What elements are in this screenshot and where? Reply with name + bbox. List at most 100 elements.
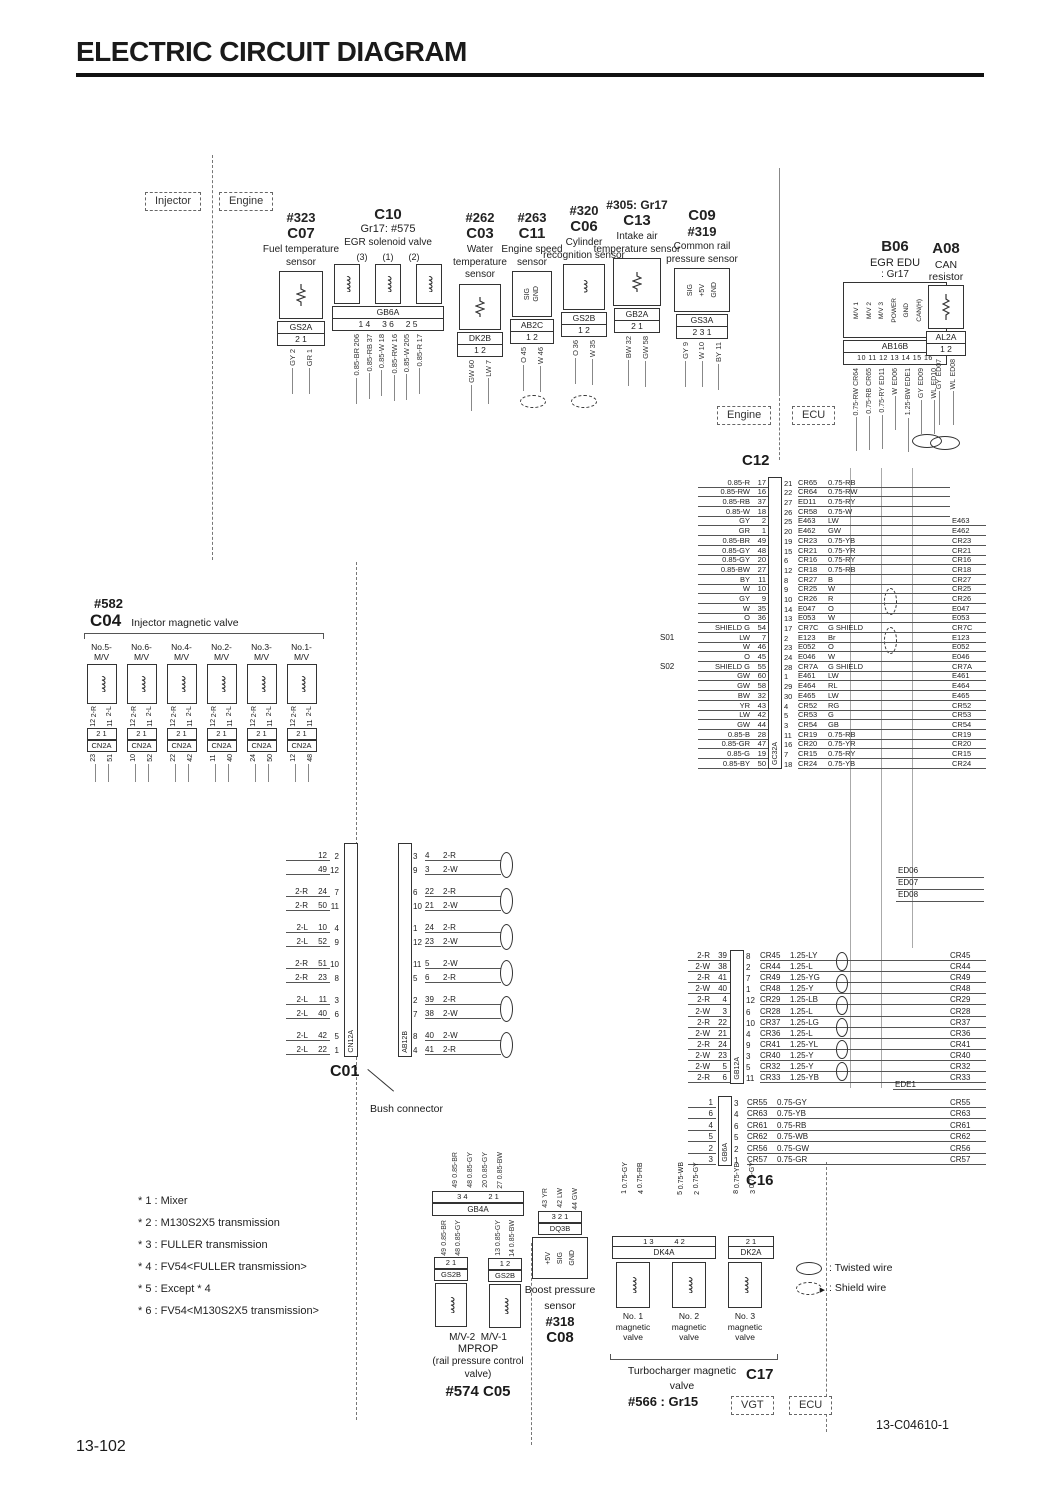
wire-number: 42 xyxy=(186,754,194,762)
wire-number: 8 xyxy=(733,1190,740,1194)
solenoid-box xyxy=(416,263,442,304)
wire-color: 2-L xyxy=(286,1031,310,1041)
sensor-name: Fuel temperature sensor xyxy=(262,244,340,268)
connector-pin: 16 xyxy=(784,740,793,750)
wire-number: 5 xyxy=(677,1191,684,1196)
wire-number: 14 xyxy=(508,1249,516,1258)
right-wire-color: 0.75-RB xyxy=(777,1121,825,1131)
left-wire-number: 46 xyxy=(752,642,768,653)
wire-color: 0.85-GY xyxy=(494,1220,502,1247)
ede1-label: EDE1 xyxy=(893,1080,986,1090)
far-wire-id: CR20 xyxy=(950,739,986,750)
valve-box xyxy=(166,664,197,704)
harness-row: 2-R 4 12 CR29 1.25-LB CR29 xyxy=(688,994,986,1006)
shield-wire-icon xyxy=(571,395,597,408)
wire-color: 2-R xyxy=(443,995,471,1005)
wire-line xyxy=(880,602,950,604)
note-line: * 3 : FULLER transmission xyxy=(138,1239,268,1251)
right-wire-id: CR25 xyxy=(798,584,828,595)
connector-pins: 1 2 xyxy=(510,332,554,344)
twisted-wire-icon xyxy=(500,852,513,878)
right-wire-color: 1.25-LY xyxy=(790,951,838,962)
wire-line xyxy=(838,993,948,995)
wire-line xyxy=(308,368,310,395)
left-wire-number: 18 xyxy=(752,507,768,517)
region-label-ecu-mid: ECU xyxy=(792,406,836,425)
right-wire-id: CR23 xyxy=(798,536,828,546)
wire-color: 2-R xyxy=(286,901,310,911)
connector-bar-label: GB6A xyxy=(721,1143,729,1162)
connector-name: AB2C xyxy=(510,319,554,332)
twisted-wire-icon xyxy=(836,996,848,1015)
coil-icon xyxy=(221,676,226,692)
wire-color: BY xyxy=(713,351,723,362)
wire-line xyxy=(267,763,269,782)
wire-number: 10 xyxy=(129,754,137,762)
valve-box xyxy=(286,664,317,704)
connector-pin: 3 xyxy=(334,996,339,1005)
valve-box xyxy=(86,664,117,704)
right-wire-color: 1.25-L xyxy=(790,962,838,973)
connector-pin: 12 xyxy=(784,565,793,575)
right-wire-color: W xyxy=(828,584,880,595)
connector-pin: 8 xyxy=(413,1032,418,1041)
wire-line xyxy=(825,1118,948,1119)
wire-line xyxy=(523,365,525,392)
sensor-ref: #305: Gr17 xyxy=(606,198,668,212)
right-wire-color: 0.75-YB xyxy=(828,536,880,546)
wire-line xyxy=(868,415,870,450)
valve-box xyxy=(728,1262,762,1308)
far-wire-id: CR44 xyxy=(948,962,986,973)
wire-line xyxy=(880,709,950,711)
connector-pin: 14 xyxy=(784,604,793,614)
right-wire-color: LW xyxy=(828,516,880,527)
unit-name: EGR EDU xyxy=(869,257,921,269)
right-wire-color: B xyxy=(828,575,880,585)
connector-pins: 2 3 1 xyxy=(676,327,728,339)
terminal-label: SIG xyxy=(686,283,694,297)
wire-color: LW xyxy=(556,1188,564,1198)
resistor-box xyxy=(928,285,964,329)
wire-line xyxy=(174,763,176,782)
harness-row: O 36 13 E053 W E053 xyxy=(698,613,986,624)
far-wire-id: CR29 xyxy=(948,995,986,1006)
right-wire-id: E462 xyxy=(798,526,828,537)
right-wire-id: CR27 xyxy=(798,575,828,585)
wire-number: 23 xyxy=(425,937,443,947)
connector-name: GS3A xyxy=(676,314,728,327)
left-wire-number: 28 xyxy=(752,730,768,740)
right-wire-color: O xyxy=(828,642,880,653)
valve-number: No.6- xyxy=(131,642,152,652)
connector-pin: 7 xyxy=(334,888,339,897)
wire-number: 11 xyxy=(186,719,194,727)
coil-icon xyxy=(101,676,106,692)
wire-number: 12 xyxy=(209,719,217,728)
sensor-name: EGR solenoid valve xyxy=(344,237,432,248)
wire-line xyxy=(880,564,950,566)
wire-color: W xyxy=(697,352,707,360)
harness-row: 0.85-GR 47 16 CR20 0.75-YR CR20 xyxy=(698,739,986,750)
left-wire-color: LW xyxy=(698,633,752,643)
wire-number: 40 xyxy=(310,1009,330,1019)
injector-valve-block: #582 C04 Injector magnetic valve No.5- M… xyxy=(84,596,326,782)
left-wire-color: 2-W xyxy=(688,1007,712,1017)
coil-icon xyxy=(141,676,146,692)
left-wire-color: YR xyxy=(698,701,752,711)
connector-pins: 2 1 xyxy=(286,728,317,741)
connector-pin: 5 xyxy=(334,1032,339,1041)
shield-label-s02: S02 xyxy=(660,662,675,671)
wire-number: 12 xyxy=(129,719,137,728)
wire-line xyxy=(539,366,541,393)
harness-row: W 35 14 E047 O E047 xyxy=(698,604,986,614)
left-wire-color: GR xyxy=(698,526,752,537)
